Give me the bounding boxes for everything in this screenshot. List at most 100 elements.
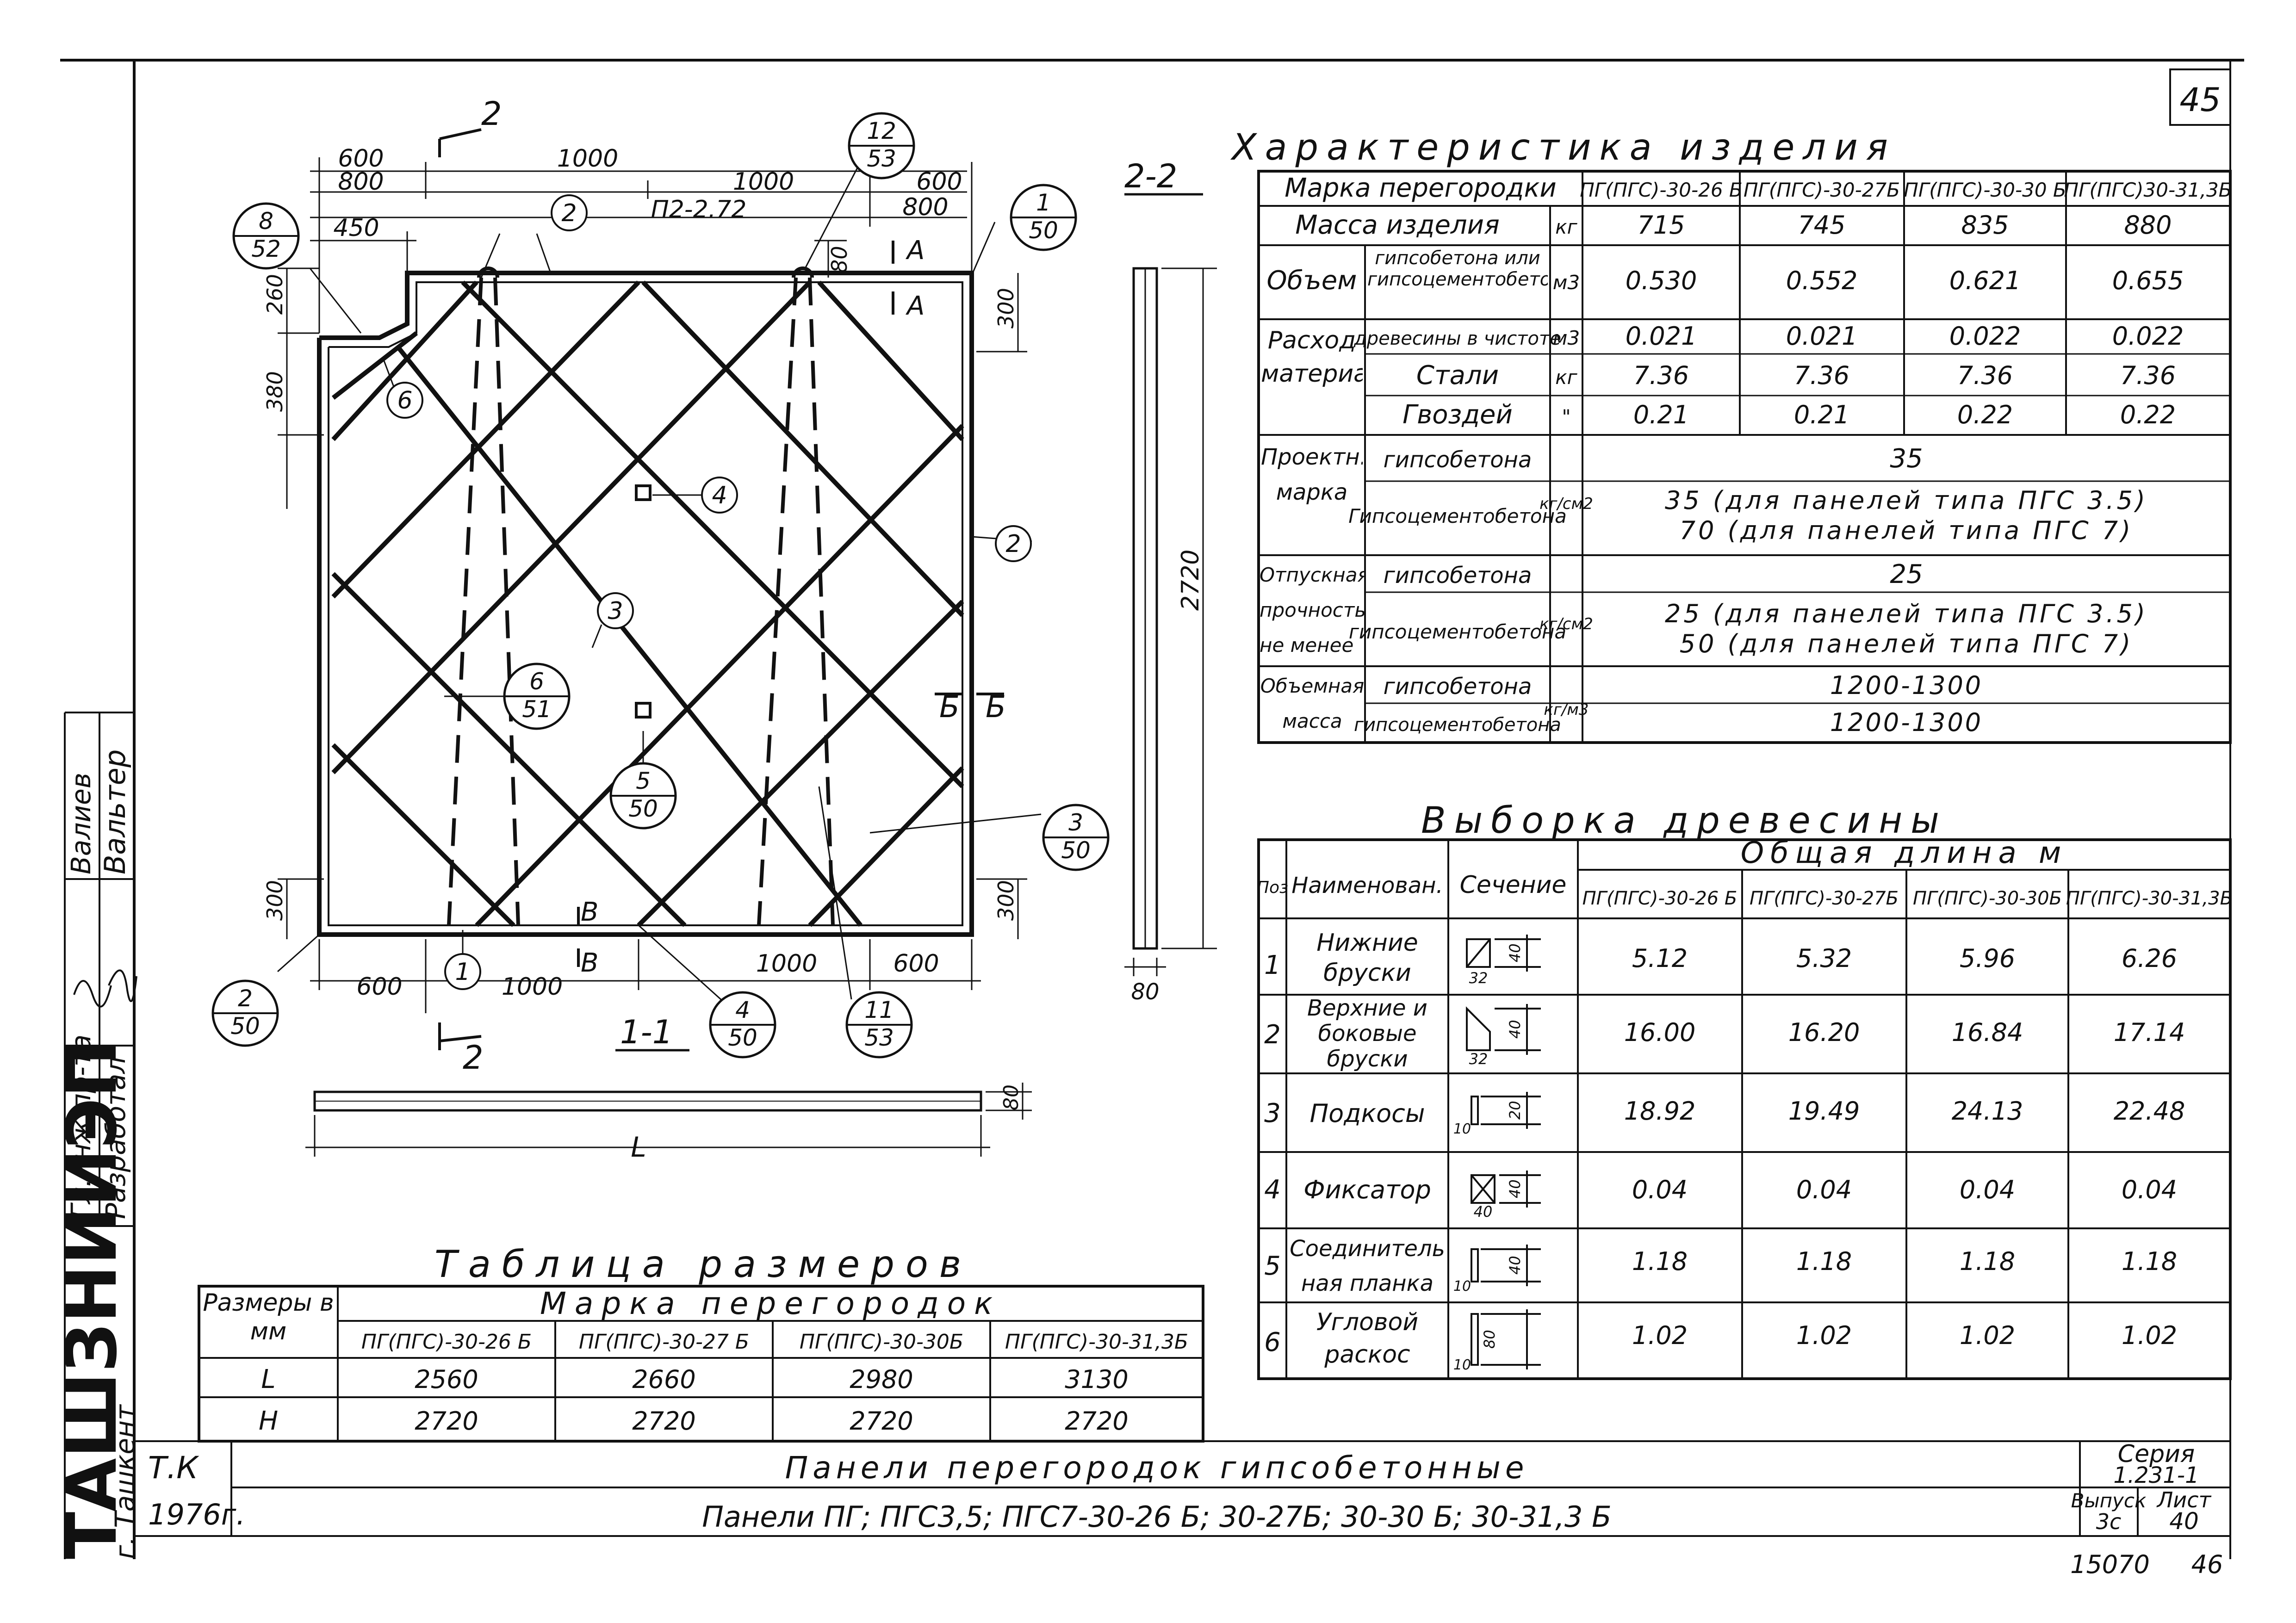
row-name: раскос <box>1324 1341 1410 1369</box>
sizes-mark: ПГ(ПГС)-30-31,3Б <box>1005 1330 1188 1354</box>
cell-value: 7.36 <box>1957 361 2013 390</box>
row-pos: 6 <box>1264 1327 1281 1357</box>
wood-table-grid <box>1257 838 2232 1380</box>
wood-section-dims: 40 32 40 32 20 10 40 40 40 10 80 10 <box>1453 943 1524 1373</box>
sizes-row: H 2720 2720 2720 2720 <box>259 1406 1129 1436</box>
row-value: 6.26 <box>2122 944 2177 973</box>
sizes-mark: ПГ(ПГС)-30-27 Б <box>579 1330 749 1354</box>
section-dim: 32 <box>1469 1050 1488 1068</box>
row-value: 22.48 <box>2114 1096 2185 1126</box>
section-dim: 40 <box>1506 1179 1524 1198</box>
row-name: ная планка <box>1301 1270 1433 1296</box>
cell-value: 70 (для панелей типа ПГС 7) <box>1680 516 2133 545</box>
characteristics-title: Характеристика изделия <box>1230 127 1896 168</box>
section-dim: 10 <box>1453 1121 1471 1137</box>
org-name: ТАШЗНИИЭП <box>52 1040 132 1559</box>
cell-value: 7.36 <box>2120 361 2176 390</box>
char-mark: ПГ(ПГС)30-31,3Б <box>2064 179 2232 201</box>
dim-label: 260 <box>262 274 287 315</box>
wood-row: 4 Фиксатор 0.04 0.04 0.04 0.04 <box>1264 1175 2177 1205</box>
ref-bottom: 50 <box>230 1013 260 1040</box>
row-unit: м3 <box>1553 271 1580 294</box>
dim-label: 80 <box>827 246 852 273</box>
row-name: Нижние <box>1316 929 1418 957</box>
row-value: 1.18 <box>2122 1247 2177 1276</box>
series-label: Серия <box>2118 1440 2195 1468</box>
callout-number: 6 <box>397 387 412 415</box>
cell-value: 0.530 <box>1626 266 1697 295</box>
row-name: бруски <box>1327 1046 1408 1072</box>
section-dim: 40 <box>1506 1256 1524 1275</box>
row-value: 0.04 <box>1960 1175 2015 1204</box>
row-sublabel: Гипсоцементобетона <box>1348 505 1567 527</box>
sizes-cell: 3130 <box>1065 1365 1128 1394</box>
row-value: 1.02 <box>1796 1321 1852 1350</box>
cell-value: 1200-1300 <box>1830 671 1983 700</box>
section-dim: 80 <box>1481 1330 1498 1349</box>
ref-top: 12 <box>867 118 896 144</box>
cell-value: 0.21 <box>1633 400 1689 429</box>
row-value: 18.92 <box>1624 1096 1696 1126</box>
cell-value: 35 <box>1890 444 1923 474</box>
rashod-label-wrap: Расход материалов <box>1261 327 1363 388</box>
letter-label: Б <box>939 690 960 725</box>
row-unit: кг/см2 <box>1539 615 1593 633</box>
section-dim: 20 <box>1506 1101 1524 1120</box>
callout-number: 2 <box>561 199 577 227</box>
dim-label: 800 <box>902 193 948 221</box>
ref-bottom: 53 <box>864 1024 894 1051</box>
letter-label: В <box>581 897 598 927</box>
dim-label: 1000 <box>756 950 817 978</box>
section-dim: 40 <box>1506 943 1524 962</box>
row-value: 1.18 <box>1632 1247 1688 1276</box>
row-value: 5.12 <box>1632 944 1688 973</box>
ref-bottom: 50 <box>628 795 658 822</box>
sizes-cell: 2720 <box>415 1406 478 1436</box>
row-name: Фиксатор <box>1303 1175 1431 1204</box>
dim-label: 1000 <box>557 145 618 173</box>
side-view-2-2 <box>1124 267 1217 976</box>
row-value: 24.13 <box>1952 1096 2023 1126</box>
sheet-label: Лист <box>2156 1487 2212 1512</box>
cell-value: 0.621 <box>1949 266 2021 295</box>
left-stamp <box>64 712 134 1559</box>
ref-bottom: 53 <box>867 145 896 172</box>
cell-value: 0.655 <box>2112 266 2184 295</box>
cell-value: 25 <box>1890 559 1923 589</box>
section-dim: 32 <box>1469 969 1488 987</box>
ref-bottom: 51 <box>522 696 552 723</box>
sheet-value: 40 <box>2169 1508 2199 1535</box>
section-1-1: 1-1 <box>620 1013 673 1051</box>
title-sub: Панели ПГ; ПГС3,5; ПГС7-30-26 Б; 30-27Б;… <box>702 1500 1611 1534</box>
row-value: 1.02 <box>2122 1321 2177 1350</box>
issue-label: Выпуск <box>2071 1489 2147 1512</box>
stamp-name-1: Валиев <box>65 773 97 874</box>
ref-bottom: 50 <box>1061 837 1091 864</box>
section-dim: 10 <box>1453 1357 1471 1373</box>
cell-value: 7.36 <box>1794 361 1849 390</box>
doc-code: 15070 <box>2070 1550 2150 1579</box>
ref-top: 8 <box>259 208 273 235</box>
wood-col-pos: Поз <box>1257 878 1288 897</box>
otpusk-label: Отпускная прочность не менее <box>1260 564 1365 657</box>
row-value: 0.04 <box>1796 1175 1852 1204</box>
dim-label: 600 <box>893 950 939 978</box>
cell-value: 0.22 <box>2120 400 2176 429</box>
row-value: 0.04 <box>2122 1175 2177 1204</box>
cell-value: 745 <box>1798 211 1845 240</box>
wood-mark: ПГ(ПГС)-30-27Б <box>1750 888 1899 909</box>
otpusk-label-wrap: Отпускная прочность не менее <box>1260 564 1365 657</box>
sizes-row-label: H <box>259 1406 278 1436</box>
wood-row: 1 Нижние бруски 5.12 5.32 5.96 6.26 <box>1264 929 2177 987</box>
sizes-col-label: Размеры в мм <box>203 1289 334 1345</box>
sizes-col-label-wrap: Размеры в мм <box>203 1289 334 1345</box>
reference-circle-dividers <box>213 145 1108 1026</box>
letter-label: А <box>906 291 925 321</box>
row-name: Верхние и <box>1307 995 1427 1021</box>
row-sublabel: гипсобетона или гипсоцементобетона <box>1367 248 1548 290</box>
org-city: г. Ташкент <box>109 1404 141 1559</box>
sizes-cell: 2720 <box>632 1406 695 1436</box>
row-value: 1.18 <box>1796 1247 1852 1276</box>
callout-number: 4 <box>712 482 727 509</box>
